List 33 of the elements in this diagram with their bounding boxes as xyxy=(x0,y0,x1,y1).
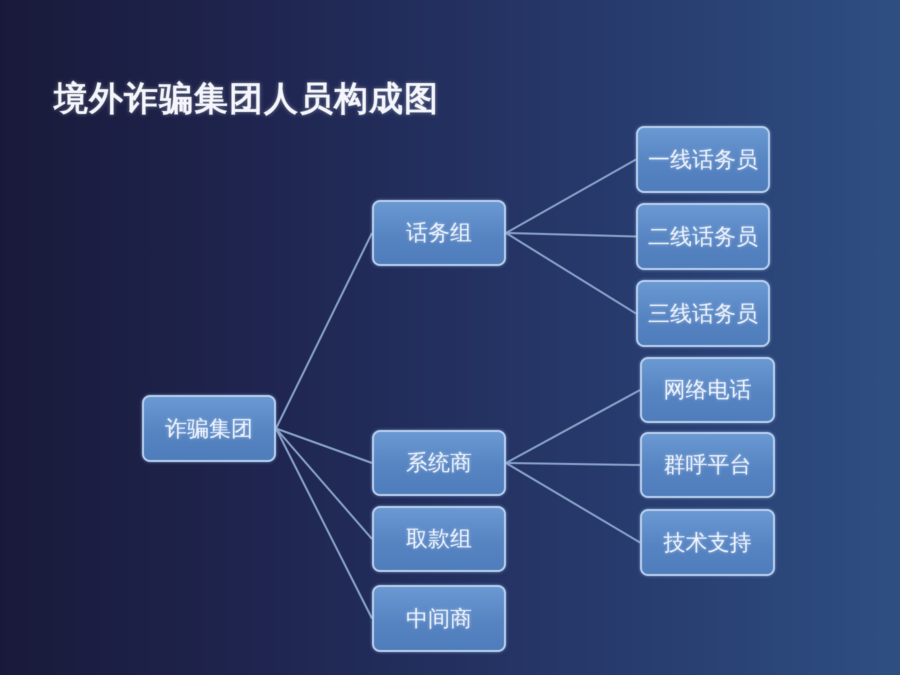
org-box xyxy=(636,126,770,193)
connector-line xyxy=(506,462,640,544)
org-box xyxy=(640,357,775,423)
org-box xyxy=(636,280,770,347)
box-label: 技术支持 xyxy=(664,530,752,558)
box-label: 二线话务员 xyxy=(648,224,758,252)
box-label: 取款组 xyxy=(406,526,472,554)
connector-line xyxy=(275,428,373,540)
box-label: 三线话务员 xyxy=(648,300,758,328)
box-label: 中间商 xyxy=(406,606,472,634)
box-label: 一线话务员 xyxy=(648,146,758,174)
org-box xyxy=(372,430,506,496)
org-box xyxy=(640,432,775,498)
box-label: 群呼平台 xyxy=(664,452,752,480)
org-box xyxy=(636,203,770,270)
connector-line xyxy=(276,428,372,464)
box-label: 系统商 xyxy=(406,450,472,478)
connector-line xyxy=(506,158,636,234)
org-box xyxy=(372,200,506,266)
box-label: 诈骗集团 xyxy=(165,416,253,444)
org-box xyxy=(372,506,506,572)
diagram-title: 境外诈骗集团人员构成图 xyxy=(54,78,439,121)
org-box xyxy=(640,509,775,576)
org-box xyxy=(372,585,506,652)
org-box xyxy=(142,395,276,462)
connector-line xyxy=(506,389,640,464)
box-label: 话务组 xyxy=(406,220,472,248)
connector-line xyxy=(275,232,373,429)
connector-line xyxy=(506,232,636,238)
connector-line xyxy=(275,428,373,619)
connector-line xyxy=(505,232,637,314)
box-label: 网络电话 xyxy=(664,377,752,405)
connector-line xyxy=(506,462,640,466)
